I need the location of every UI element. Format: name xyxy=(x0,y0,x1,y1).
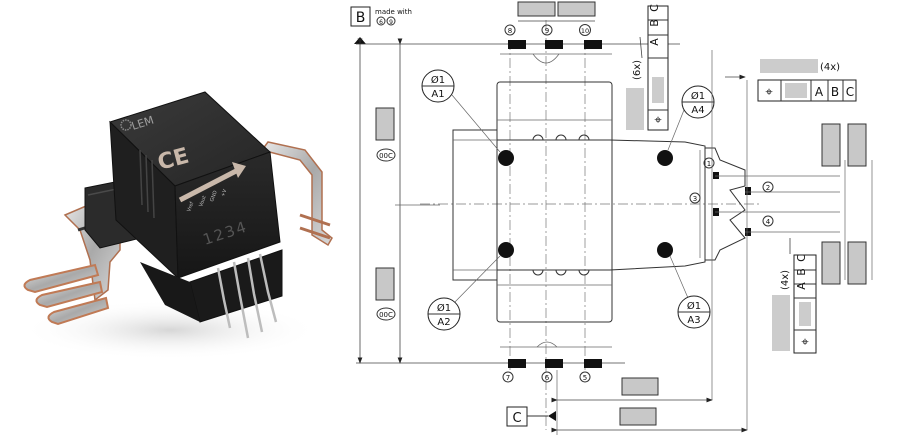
dimension-placeholder xyxy=(847,241,867,285)
datum-b: B xyxy=(648,19,661,27)
callout-bottom: A1 xyxy=(431,89,444,100)
datum-b: B xyxy=(795,268,808,276)
datum-a: A xyxy=(648,38,661,46)
datum-c: C xyxy=(795,254,808,262)
datum-b: B made with 6 9 xyxy=(350,6,412,44)
right-busbar xyxy=(260,141,333,247)
pin-labels: Vref Vout GND +V xyxy=(186,188,228,213)
ooc-badge xyxy=(376,307,396,321)
top-pin-row: 8 9 10 xyxy=(500,1,612,64)
current-direction-arrow-icon xyxy=(178,162,246,203)
datum-b-ref: 6 xyxy=(379,19,383,26)
housing-outline xyxy=(452,81,706,323)
datum-b-note: made with xyxy=(375,8,412,16)
ooc-label: 00C xyxy=(379,311,393,319)
datum-b-label: B xyxy=(356,10,366,26)
datum-c-label: C xyxy=(512,411,521,426)
dimension-placeholder xyxy=(375,107,395,141)
photo-shadow xyxy=(20,300,320,360)
datum-triangle-icon xyxy=(354,37,366,44)
pin-label: Vout xyxy=(198,195,207,208)
position-symbol-icon: ⌖ xyxy=(654,113,662,128)
mount-point xyxy=(498,242,514,258)
ooc-label: 00C xyxy=(379,152,393,160)
dimension-placeholder xyxy=(621,377,659,396)
dimension-placeholder xyxy=(619,407,657,426)
bottom-pin-row: 7 6 5 xyxy=(500,341,612,383)
sensor-body xyxy=(109,91,283,323)
terminal-number: 1 xyxy=(707,160,711,168)
terminal-number: 4 xyxy=(766,218,771,226)
mount-callout-a2: Ø1 A2 xyxy=(427,255,501,331)
datum-a: A xyxy=(815,85,824,99)
fcf-lower: C B A ⌖ (4x) xyxy=(772,254,817,354)
datum-triangle-icon xyxy=(548,411,556,421)
pin-number: 5 xyxy=(583,374,587,382)
callout-bottom: A4 xyxy=(691,105,704,116)
pin-number: 7 xyxy=(506,374,510,382)
dimension-placeholder xyxy=(847,123,867,167)
signal-pins xyxy=(216,253,278,339)
pin-number: 9 xyxy=(545,27,549,35)
lem-logo-icon xyxy=(120,119,132,131)
callout-bottom: A2 xyxy=(437,317,450,328)
product-photo: LEM CE Vref Vout GND +V 1234 xyxy=(20,91,333,360)
pin-number: 10 xyxy=(581,27,589,35)
terminal-number: 2 xyxy=(766,184,770,192)
datum-c: C xyxy=(846,85,854,99)
dimension-placeholder xyxy=(821,241,841,285)
callout-top: Ø1 xyxy=(687,300,701,312)
pin-label: Vref xyxy=(186,201,195,213)
fcf-count: (4x) xyxy=(780,270,791,290)
fcf-count: (4x) xyxy=(820,62,840,73)
datum-c: C xyxy=(506,406,556,427)
dimension-placeholder xyxy=(375,267,395,301)
callout-top: Ø1 xyxy=(437,302,451,314)
datum-b-ref: 9 xyxy=(389,19,393,26)
callout-top: Ø1 xyxy=(691,90,705,102)
callout-top: Ø1 xyxy=(431,74,445,86)
pin-number: 6 xyxy=(545,374,550,382)
datum-c: C xyxy=(648,4,661,12)
position-symbol-icon: ⌖ xyxy=(801,335,809,350)
mount-point xyxy=(657,242,673,258)
datum-b: B xyxy=(831,85,839,99)
datum-a: A xyxy=(795,282,808,290)
mount-point xyxy=(498,150,514,166)
fcf-right: (4x) ⌖ A B C xyxy=(757,59,857,102)
ooc-badge xyxy=(376,148,396,162)
dimension-placeholder xyxy=(821,123,841,167)
mount-point xyxy=(657,150,673,166)
terminal-block: 1 2 3 4 xyxy=(689,147,840,261)
mount-callout-a4: Ø1 A4 xyxy=(667,85,715,151)
pin-label: GND xyxy=(209,190,219,203)
mount-callout-a3: Ø1 A3 xyxy=(669,255,711,329)
callout-bottom: A3 xyxy=(687,315,700,326)
pin-number: 8 xyxy=(508,27,512,35)
fcf-top: C B A ⌖ (6x) xyxy=(626,4,669,131)
terminal-number: 3 xyxy=(693,195,697,203)
position-symbol-icon: ⌖ xyxy=(765,85,773,100)
pin-label: +V xyxy=(220,188,228,198)
fcf-count: (6x) xyxy=(632,60,643,80)
mount-callout-a1: Ø1 A1 xyxy=(421,69,501,153)
